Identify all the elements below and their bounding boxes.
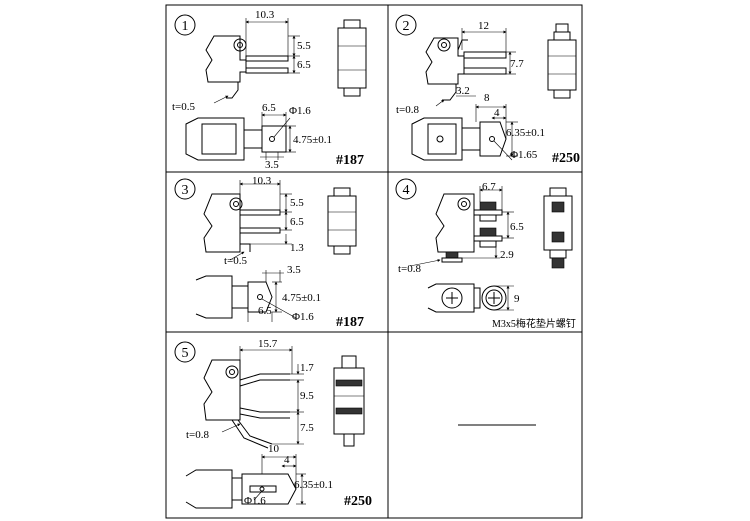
- switch-front-view: [327, 187, 357, 255]
- dimension-lines: [435, 28, 516, 107]
- dim-label: 3.5: [265, 159, 279, 171]
- dimension-lines: [229, 180, 292, 261]
- dim-label: Φ1.6: [289, 105, 311, 117]
- panel-number: 5: [182, 346, 189, 361]
- terminal-code: #187: [336, 315, 364, 330]
- panel-1: 1 10.3 5.5 6.5 t=0.5: [172, 9, 367, 171]
- dimension-lines: [213, 18, 300, 104]
- panel-number-circle: [174, 341, 196, 363]
- panel-number-circle: [395, 14, 417, 36]
- dim-label: 6.5: [290, 216, 304, 228]
- dim-label: 10.3: [255, 9, 275, 21]
- switch-side-view: [203, 193, 281, 253]
- dim-label: 3.5: [287, 264, 301, 276]
- dim-label: 6.35±0.1: [506, 127, 545, 139]
- dim-label: 4: [284, 454, 290, 466]
- dim-label: 7.5: [300, 422, 314, 434]
- screw-note: M3x5梅花垫片螺钉: [492, 317, 576, 330]
- dim-label: 4: [494, 107, 500, 119]
- terminal-top-view: [411, 104, 518, 161]
- dim-label: t=0.5: [224, 255, 248, 267]
- dim-label: 6.5: [297, 59, 311, 71]
- switch-side-view: [203, 359, 290, 449]
- terminal-code: #187: [336, 153, 364, 168]
- dimension-lines: [221, 346, 304, 445]
- dim-label: 7.7: [510, 58, 524, 70]
- panel-number: 4: [403, 183, 410, 198]
- dim-label: Φ1.6: [292, 311, 314, 323]
- switch-side-view: [425, 37, 507, 101]
- grid-frame: [165, 4, 583, 519]
- panel-2: 2 12 7.7 t=0.8 3.2: [395, 14, 580, 166]
- panel-number-circle: [174, 14, 196, 36]
- dim-label: t=0.5: [172, 101, 196, 113]
- dim-label: 4.75±0.1: [293, 134, 332, 146]
- dim-label: 6.7: [482, 181, 496, 193]
- terminal-top-view: [185, 454, 306, 509]
- dim-label: 4.75±0.1: [282, 292, 321, 304]
- dim-label: 6.5: [258, 305, 272, 317]
- panel-number-circle: [174, 178, 196, 200]
- switch-side-view: [435, 193, 503, 263]
- dim-label: 6.35±0.1: [294, 479, 333, 491]
- dim-label: 9: [514, 293, 520, 305]
- switch-front-view: [337, 19, 367, 97]
- panel-5: 5 15.7 1.7 9.5 7.5: [174, 338, 372, 509]
- panel-3: 3 10.3 5.5 6.5 1.3 t=0.5: [174, 175, 364, 330]
- panel-number: 3: [182, 183, 189, 198]
- dim-label: t=0.8: [398, 263, 422, 275]
- dim-label: 3.2: [456, 85, 470, 97]
- dim-label: 5.5: [297, 40, 311, 52]
- dim-label: t=0.8: [396, 104, 420, 116]
- dim-label: 12: [478, 20, 489, 32]
- switch-front-view: [333, 355, 365, 447]
- terminal-screw-view: [427, 283, 514, 313]
- dim-label: 9.5: [300, 390, 314, 402]
- panel-4: 4 6.7 6.5 2.9 t=0.8: [395, 178, 576, 330]
- dim-label: 10.3: [252, 175, 272, 187]
- dim-label: 15.7: [258, 338, 278, 350]
- dim-label: Φ1.65: [510, 149, 538, 161]
- dim-label: 5.5: [290, 197, 304, 209]
- dim-label: 1.3: [290, 242, 304, 254]
- dim-label: 1.7: [300, 362, 314, 374]
- terminal-top-view: [185, 112, 296, 161]
- terminal-code: #250: [344, 494, 372, 509]
- switch-front-view: [543, 187, 573, 269]
- dim-label: 2.9: [500, 249, 514, 261]
- dim-label: 10: [268, 443, 280, 455]
- switch-side-view: [205, 35, 289, 99]
- panel-number-circle: [395, 178, 417, 200]
- dim-label: t=0.8: [186, 429, 210, 441]
- dim-label: 8: [484, 92, 490, 104]
- terminal-code: #250: [552, 151, 580, 166]
- switch-front-view: [547, 23, 577, 99]
- dim-label: 6.5: [262, 102, 276, 114]
- dim-label: Φ1.6: [244, 495, 266, 507]
- dim-label: 6.5: [510, 221, 524, 233]
- panel-number: 1: [182, 19, 189, 34]
- terminal-top-view: [195, 270, 297, 322]
- dimension-lines: [409, 186, 514, 267]
- panel-number: 2: [403, 19, 410, 34]
